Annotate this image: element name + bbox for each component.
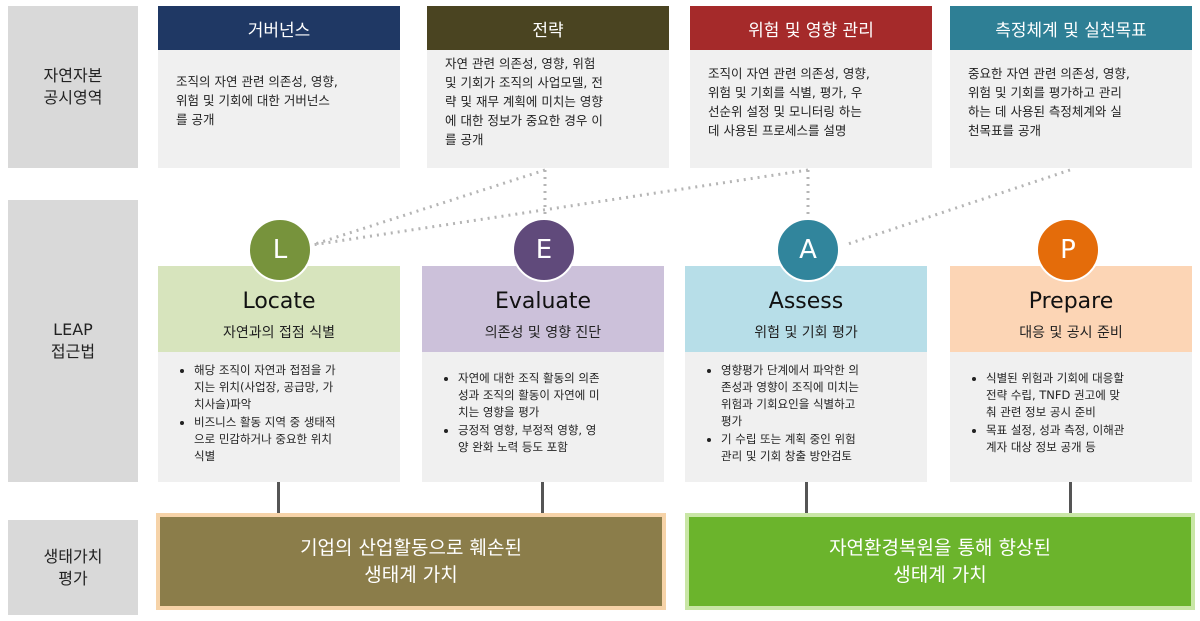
leap-detail-assess: 영향평가 단계에서 파악한 의 존성과 영향이 조직에 미치는 위험과 기회요인… xyxy=(685,352,927,482)
disclosure-text-governance: 조직의 자연 관련 의존성, 영향, 위험 및 기회에 대한 거버넌스 를 공개 xyxy=(158,50,400,168)
leap-title-assess: Assess xyxy=(768,289,844,314)
bullet-item: 비즈니스 활동 지역 중 생태적 으로 민감하거나 중요한 위치 식별 xyxy=(194,414,388,465)
bullet-item: 긍정적 영향, 부정적 영향, 영 양 완화 노력 등도 포함 xyxy=(458,422,652,456)
bullet-item: 해당 조직이 자연과 접점을 가 지는 위치(사업장, 공급망, 가 치사슬)파… xyxy=(194,362,388,413)
connector-locate-valuation xyxy=(277,482,280,516)
bullet-item: 기 수립 또는 계획 중인 위험 관리 및 기회 창출 방안검토 xyxy=(721,431,915,465)
bullet-item: 자연에 대한 조직 활동의 의존 성과 조직의 활동이 자연에 미 치는 영향을… xyxy=(458,370,652,421)
leap-circle-a: A xyxy=(776,218,840,282)
connector-prepare-valuation xyxy=(1069,482,1072,516)
disclosure-header-governance: 거버넌스 xyxy=(158,6,400,50)
leap-box-evaluate: Evaluate 의존성 및 영향 진단 xyxy=(422,266,664,352)
disclosure-text-strategy: 자연 관련 의존성, 영향, 위험 및 기회가 조직의 사업모델, 전 략 및 … xyxy=(427,50,669,168)
leap-detail-evaluate: 자연에 대한 조직 활동의 의존 성과 조직의 활동이 자연에 미 치는 영향을… xyxy=(422,352,664,482)
disclosure-header-risk: 위험 및 영향 관리 xyxy=(690,6,932,50)
leap-subtitle-evaluate: 의존성 및 영향 진단 xyxy=(484,325,602,341)
leap-subtitle-locate: 자연과의 접점 식별 xyxy=(223,325,335,341)
valuation-improved: 자연환경복원을 통해 향상된 생태계 가치 xyxy=(685,513,1195,610)
connector-metrics-assess xyxy=(844,168,1071,247)
connector-strategy-locate xyxy=(311,168,546,247)
leap-circle-l: L xyxy=(248,218,312,282)
bullet-item: 목표 설정, 성과 측정, 이해관 계자 대상 정보 공개 등 xyxy=(986,422,1180,456)
leap-box-assess: Assess 위험 및 기회 평가 xyxy=(685,266,927,352)
valuation-degraded: 기업의 산업활동으로 훼손된 생태계 가치 xyxy=(156,513,666,610)
leap-detail-locate: 해당 조직이 자연과 접점을 가 지는 위치(사업장, 공급망, 가 치사슬)파… xyxy=(158,352,400,482)
bullet-item: 식별된 위험과 기회에 대응할 전략 수립, TNFD 권고에 맞 춰 관련 정… xyxy=(986,370,1180,421)
disclosure-header-metrics: 측정체계 및 실천목표 xyxy=(950,6,1192,50)
connector-assess-valuation xyxy=(805,482,808,516)
leap-title-locate: Locate xyxy=(242,289,316,314)
disclosure-header-strategy: 전략 xyxy=(427,6,669,50)
leap-subtitle-assess: 위험 및 기회 평가 xyxy=(754,325,858,341)
leap-circle-e: E xyxy=(512,218,576,282)
row-label-valuation: 생태가치 평가 xyxy=(8,520,138,615)
leap-title-evaluate: Evaluate xyxy=(494,289,592,314)
row-label-leap: LEAP 접근법 xyxy=(8,200,138,482)
row-label-disclosure: 자연자본 공시영역 xyxy=(8,6,138,168)
connector-evaluate-valuation xyxy=(541,482,544,516)
leap-circle-p: P xyxy=(1036,218,1100,282)
disclosure-text-metrics: 중요한 자연 관련 의존성, 영향, 위험 및 기회를 평가하고 관리 하는 데… xyxy=(950,50,1192,168)
leap-title-prepare: Prepare xyxy=(1028,289,1114,314)
disclosure-text-risk: 조직이 자연 관련 의존성, 영향, 위험 및 기회를 식별, 평가, 우 선순… xyxy=(690,50,932,168)
bullet-item: 영향평가 단계에서 파악한 의 존성과 영향이 조직에 미치는 위험과 기회요인… xyxy=(721,362,915,430)
leap-subtitle-prepare: 대응 및 공시 준비 xyxy=(1019,325,1123,341)
leap-detail-prepare: 식별된 위험과 기회에 대응할 전략 수립, TNFD 권고에 맞 춰 관련 정… xyxy=(950,352,1192,482)
